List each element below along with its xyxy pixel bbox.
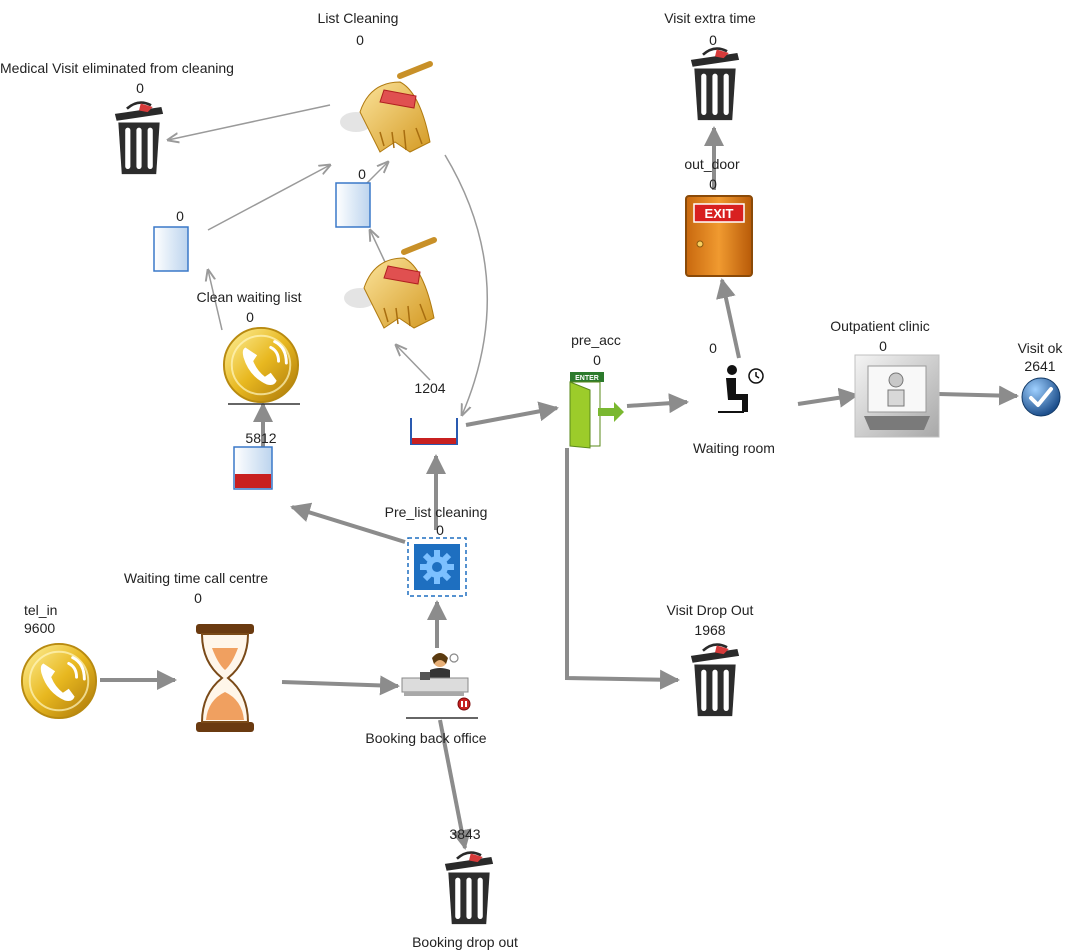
seated-person-clock-icon[interactable]	[714, 364, 770, 418]
link-pre-acc-to-drop-out	[565, 448, 680, 690]
link-main-queue-to-broom2	[396, 345, 431, 381]
visit-ok-label: Visit ok	[1017, 340, 1063, 356]
queue-a-count: 0	[176, 208, 184, 224]
link-waiting-to-clinic	[797, 387, 859, 408]
broom-icon[interactable]	[336, 58, 440, 158]
enter-sign-text: ENTER	[575, 375, 599, 382]
entrance-door-icon[interactable]: ENTER	[564, 368, 628, 450]
queue-icon[interactable]	[152, 226, 190, 272]
booking-back-office-label: Booking back office	[365, 730, 487, 746]
link-queue-a-to-cleaning	[207, 165, 330, 231]
broom-icon[interactable]	[340, 234, 444, 334]
waiting-room-count: 0	[709, 340, 717, 356]
exit-door-icon[interactable]: EXIT	[684, 194, 756, 280]
trash-bin-icon[interactable]	[684, 638, 746, 722]
tel-in-label: tel_in	[24, 602, 58, 618]
checkmark-icon[interactable]	[1020, 376, 1062, 418]
clean-waiting-list-count: 0	[246, 309, 254, 325]
booking-back-office-underline	[406, 717, 478, 719]
link-cleaning-to-eliminated	[168, 104, 331, 140]
link-prelist-to-clean-queue	[290, 502, 406, 544]
link-main-queue-to-pre-acc	[465, 401, 559, 427]
visit-extra-time-label: Visit extra time	[664, 10, 756, 26]
trash-bin-icon[interactable]	[438, 846, 500, 930]
eliminated-label: Medical Visit eliminated from cleaning	[0, 60, 234, 76]
tel-in-count: 9600	[24, 620, 56, 636]
visit-drop-out-count: 1968	[694, 622, 726, 638]
link-broom2-to-queue-b	[370, 230, 386, 263]
hourglass-icon[interactable]	[192, 622, 258, 734]
pre-acc-label: pre_acc	[571, 332, 621, 348]
visit-extra-time-count: 0	[709, 32, 717, 48]
visit-drop-out-label: Visit Drop Out	[666, 602, 754, 618]
queue-b-count: 0	[358, 166, 366, 182]
list-cleaning-label: List Cleaning	[317, 10, 399, 26]
exit-sign-text: EXIT	[705, 206, 734, 221]
visit-ok-count: 2641	[1024, 358, 1056, 374]
waiting-time-call-centre-count: 0	[194, 590, 202, 606]
pre-acc-count: 0	[593, 352, 601, 368]
main-queue-count: 1204	[414, 380, 446, 396]
list-cleaning-count: 0	[356, 32, 364, 48]
link-queue-b-to-cleaning	[364, 162, 388, 186]
outpatient-clinic-label: Outpatient clinic	[830, 318, 930, 334]
queue-icon[interactable]	[232, 446, 276, 492]
booking-drop-out-label: Booking drop out	[412, 934, 518, 950]
pre-list-cleaning-count: 0	[436, 522, 444, 538]
clean-waiting-list-label: Clean waiting list	[196, 289, 302, 305]
queue-icon[interactable]	[334, 182, 372, 228]
link-clinic-to-visit-ok	[938, 385, 1019, 406]
eliminated-count: 0	[136, 80, 144, 96]
link-clean-list-to-queue-a	[208, 270, 223, 331]
clean-queue-count: 5812	[245, 430, 277, 446]
out-door-count: 0	[709, 176, 717, 192]
link-waiting-to-exit	[716, 278, 741, 359]
gear-icon[interactable]	[406, 536, 468, 598]
out-door-label: out_door	[684, 156, 740, 172]
trash-bin-icon[interactable]	[108, 96, 170, 180]
trash-bin-icon[interactable]	[684, 42, 746, 126]
outpatient-clinic-count: 0	[879, 338, 887, 354]
link-hourglass-to-booking	[281, 675, 400, 696]
waiting-room-label: Waiting room	[693, 440, 775, 456]
link-booking-to-drop-out	[438, 719, 472, 850]
link-cleaning-to-main-queue	[444, 154, 488, 415]
operator-desk-icon[interactable]	[398, 650, 478, 714]
telephone-icon[interactable]	[222, 326, 300, 404]
waiting-time-call-centre-label: Waiting time call centre	[123, 570, 269, 586]
booking-drop-out-count: 3843	[449, 826, 481, 842]
queue-icon[interactable]	[408, 416, 460, 450]
link-pre-acc-to-waiting	[626, 393, 689, 414]
clean-waiting-list-underline	[228, 403, 300, 405]
clinic-room-icon[interactable]	[854, 354, 940, 438]
pre-list-cleaning-label: Pre_list cleaning	[384, 504, 488, 520]
telephone-icon[interactable]	[20, 642, 98, 720]
